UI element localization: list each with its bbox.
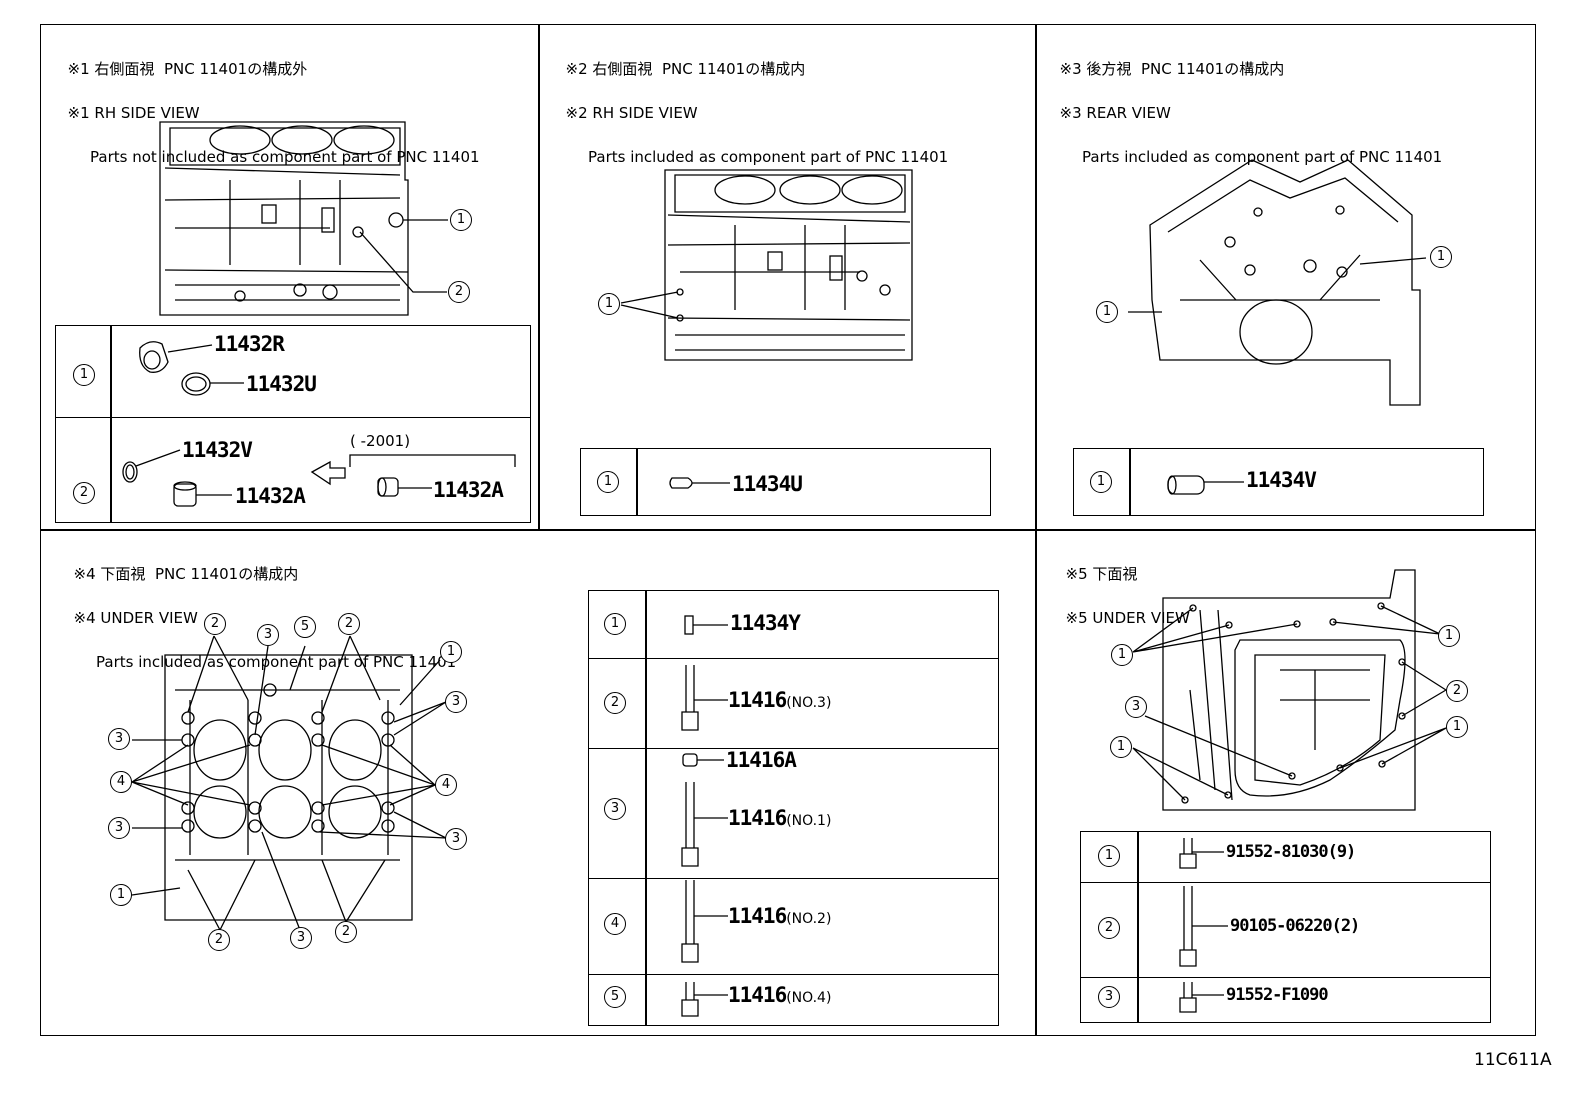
part-number-11434U: 11434U xyxy=(732,472,803,496)
callout-1: 1 xyxy=(1438,625,1460,647)
part-number-11416-no2: 11416(NO.2) xyxy=(728,904,832,928)
panel-2-parts-table xyxy=(580,448,991,516)
panel-2-header: ※2 右側面視 PNC 11401の構成内 ※2 RH SIDE VIEW Pa… xyxy=(556,36,949,190)
row-callout-3: 3 xyxy=(604,798,626,820)
part-number-11434V: 11434V xyxy=(1246,468,1317,492)
part-number-91552-F1090: 91552-F1090 xyxy=(1226,985,1329,1005)
panel-3-title-jp: ※3 後方視 PNC 11401の構成内 xyxy=(1059,60,1285,78)
callout-1: 1 xyxy=(1446,716,1468,738)
callout-1: 1 xyxy=(1111,644,1133,666)
row-callout-1: 1 xyxy=(1098,845,1120,867)
part-number-11432U: 11432U xyxy=(246,372,317,396)
panel-2-desc: Parts included as component part of PNC … xyxy=(588,148,949,166)
panel-1-title-jp: ※1 右側面視 PNC 11401の構成外 xyxy=(67,60,308,78)
panel-5-parts-table xyxy=(1080,831,1491,1023)
part-number-91552-81030: 91552-81030(9) xyxy=(1226,842,1356,862)
part-number-11432V: 11432V xyxy=(182,438,253,462)
callout-4: 4 xyxy=(435,774,457,796)
callout-5: 5 xyxy=(294,616,316,638)
callout-2: 2 xyxy=(1446,680,1468,702)
panel-3-title-en: ※3 REAR VIEW xyxy=(1059,104,1171,122)
callout-3: 3 xyxy=(445,691,467,713)
panel-5-header: ※5 下面視 ※5 UNDER VIEW xyxy=(1056,541,1190,629)
row-callout-2: 2 xyxy=(1098,917,1120,939)
panel-4-parts-table xyxy=(588,590,999,1026)
panel-2-title-jp: ※2 右側面視 PNC 11401の構成内 xyxy=(565,60,806,78)
callout-3: 3 xyxy=(108,728,130,750)
callout-1: 1 xyxy=(598,293,620,315)
part-number-11432R: 11432R xyxy=(214,332,285,356)
part-number-11432A: 11432A xyxy=(235,484,306,508)
callout-3: 3 xyxy=(257,624,279,646)
part-number-11416-no3: 11416(NO.3) xyxy=(728,688,832,712)
part-number-11434Y: 11434Y xyxy=(730,611,801,635)
callout-1: 1 xyxy=(450,209,472,231)
variant-label: (NO.3) xyxy=(786,695,832,711)
divider xyxy=(538,24,540,530)
variant-label: (NO.2) xyxy=(786,911,832,927)
panel-2-title-en: ※2 RH SIDE VIEW xyxy=(565,104,698,122)
row-callout-1: 1 xyxy=(73,364,95,386)
row-callout-1: 1 xyxy=(597,471,619,493)
callout-4: 4 xyxy=(110,771,132,793)
panel-4-title-jp: ※4 下面視 PNC 11401の構成内 xyxy=(73,565,299,583)
callout-3: 3 xyxy=(1125,696,1147,718)
row-callout-2: 2 xyxy=(604,692,626,714)
callout-2: 2 xyxy=(204,613,226,635)
date-range: ( -2001) xyxy=(350,432,411,450)
callout-1: 1 xyxy=(440,641,462,663)
panel-3-desc: Parts included as component part of PNC … xyxy=(1082,148,1443,166)
panel-4-desc: Parts included as component part of PNC … xyxy=(96,653,457,671)
diagram-code: 11C611A xyxy=(1474,1050,1552,1070)
callout-1: 1 xyxy=(1096,301,1118,323)
part-number-11416-no1: 11416(NO.1) xyxy=(728,806,832,830)
variant-label: (NO.4) xyxy=(786,990,832,1006)
callout-1: 1 xyxy=(1110,736,1132,758)
part-number-11416-no4: 11416(NO.4) xyxy=(728,983,832,1007)
callout-2: 2 xyxy=(448,281,470,303)
row-callout-1: 1 xyxy=(1090,471,1112,493)
panel-1-parts-table xyxy=(55,325,531,523)
row-callout-3: 3 xyxy=(1098,986,1120,1008)
part-number-90105-06220: 90105-06220(2) xyxy=(1230,916,1360,936)
panel-5-title-en: ※5 UNDER VIEW xyxy=(1065,609,1190,627)
panel-4-title-en: ※4 UNDER VIEW xyxy=(73,609,198,627)
panel-3-header: ※3 後方視 PNC 11401の構成内 ※3 REAR VIEW Parts … xyxy=(1050,36,1443,190)
part-number-11416A: 11416A xyxy=(726,748,797,772)
callout-1: 1 xyxy=(1430,246,1452,268)
callout-3: 3 xyxy=(108,817,130,839)
divider xyxy=(40,529,1536,531)
part-number-11432A-old: 11432A xyxy=(433,478,504,502)
panel-5-title-jp: ※5 下面視 xyxy=(1065,565,1138,583)
row-callout-1: 1 xyxy=(604,613,626,635)
callout-1: 1 xyxy=(110,884,132,906)
panel-4-header: ※4 下面視 PNC 11401の構成内 ※4 UNDER VIEW Parts… xyxy=(64,541,457,695)
variant-label: (NO.1) xyxy=(786,813,832,829)
panel-1-title-en: ※1 RH SIDE VIEW xyxy=(67,104,200,122)
callout-2: 2 xyxy=(208,929,230,951)
row-callout-5: 5 xyxy=(604,986,626,1008)
row-callout-4: 4 xyxy=(604,913,626,935)
callout-3: 3 xyxy=(445,828,467,850)
callout-3: 3 xyxy=(290,927,312,949)
row-callout-2: 2 xyxy=(73,482,95,504)
panel-3-parts-table xyxy=(1073,448,1484,516)
callout-2: 2 xyxy=(338,613,360,635)
callout-2: 2 xyxy=(335,921,357,943)
